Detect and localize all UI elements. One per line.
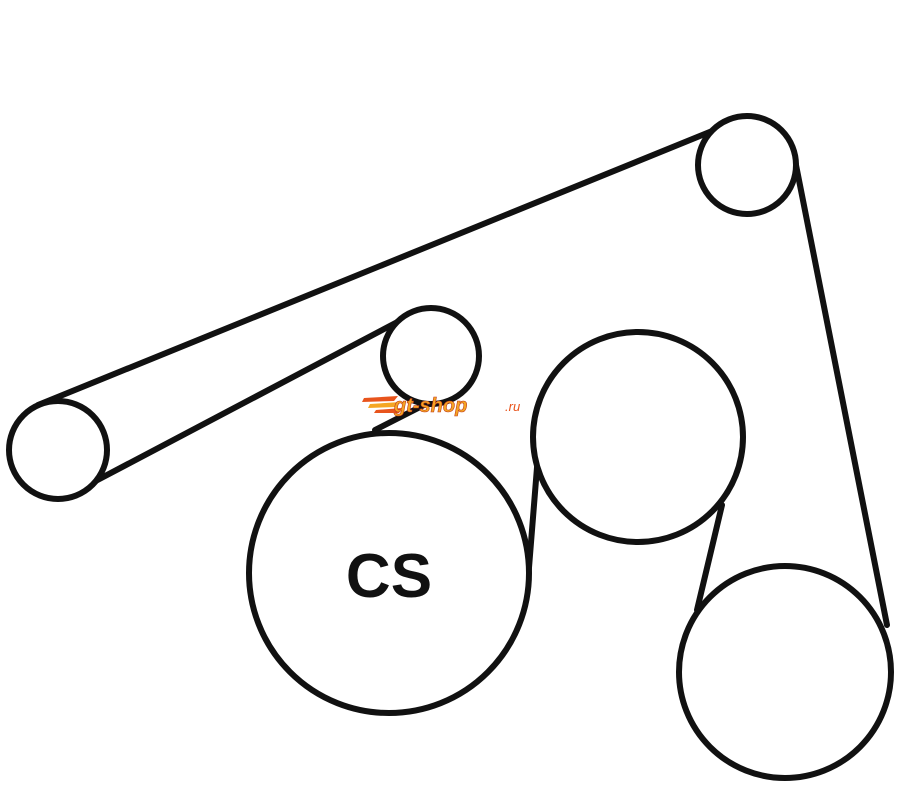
belt-segment-small-idler-to-crankshaft bbox=[372, 399, 433, 433]
pulleys bbox=[6, 113, 894, 781]
belt-segment-left-to-top-right bbox=[35, 124, 725, 408]
pulley-crankshaft bbox=[246, 430, 532, 716]
watermark-suffix: .ru bbox=[505, 399, 520, 414]
pulley-left-idler bbox=[6, 398, 110, 502]
pulley-top-right-idler bbox=[695, 113, 799, 217]
watermark-logo: gt-shop .ru bbox=[362, 395, 520, 417]
pulley-bottom-right bbox=[676, 563, 894, 781]
belt-segment-top-right-down bbox=[792, 157, 890, 628]
belt-segment-left-to-small-idler bbox=[85, 315, 408, 488]
pulley-label-cs: CS bbox=[346, 542, 432, 611]
pulley-upper-small-idler bbox=[380, 305, 482, 407]
serpentine-belt bbox=[35, 124, 890, 628]
pulley-center-right bbox=[530, 329, 746, 545]
speed-streaks-icon bbox=[362, 396, 402, 413]
belt-segment-center-to-bottom-right bbox=[694, 502, 725, 613]
watermark-brand: gt-shop bbox=[393, 395, 467, 417]
